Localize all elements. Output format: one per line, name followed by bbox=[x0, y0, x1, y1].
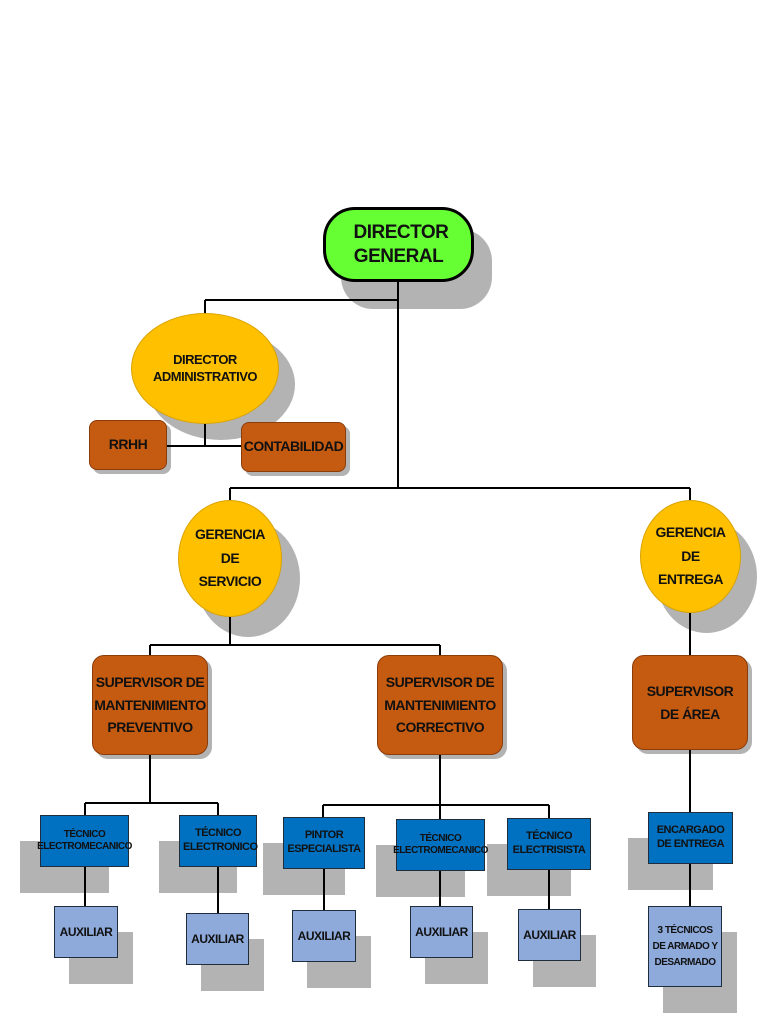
node-label: AUXILIAR bbox=[297, 928, 351, 943]
node-label: TÉCNICO ELECTRISISTA bbox=[512, 830, 586, 856]
node-label: GERENCIA DE SERVICIO bbox=[195, 525, 265, 590]
node-contabilidad[interactable]: CONTABILIDAD bbox=[241, 422, 346, 472]
node-label: AUXILIAR bbox=[59, 924, 113, 939]
node-director-general[interactable]: DIRECTOR GENERAL bbox=[323, 207, 474, 282]
connector bbox=[167, 282, 399, 488]
node-tecnico-electronico[interactable]: TÉCNICO ELECTRONICO bbox=[179, 815, 258, 867]
node-director-administrativo[interactable]: DIRECTOR ADMINISTRATIVO bbox=[131, 313, 279, 424]
node-label: 3 TÉCNICOS DE ARMADO Y DESARMADO bbox=[652, 924, 718, 968]
node-tecnico-electromecanico[interactable]: TÉCNICO ELECTROMECANICO bbox=[37, 815, 132, 867]
connector bbox=[84, 864, 691, 913]
node-label: TÉCNICO ELECTRONICO bbox=[183, 827, 258, 853]
node-tecnico-electrisista[interactable]: TÉCNICO ELECTRISISTA bbox=[507, 818, 591, 870]
node-auxiliar[interactable]: AUXILIAR bbox=[518, 909, 581, 961]
node-supervisor-correctivo[interactable]: SUPERVISOR DE MANTENIMIENTO CORRECTIVO bbox=[377, 655, 503, 755]
node-label: DIRECTOR ADMINISTRATIVO bbox=[153, 352, 257, 384]
node-label: AUXILIAR bbox=[415, 924, 468, 939]
node-gerencia-entrega[interactable]: GERENCIA DE ENTREGA bbox=[640, 500, 741, 613]
node-label: GERENCIA DE ENTREGA bbox=[655, 523, 726, 588]
node-label: DIRECTOR GENERAL bbox=[353, 221, 449, 267]
node-label: ENCARGADO DE ENTREGA bbox=[656, 824, 725, 850]
node-tecnicos-armado[interactable]: 3 TÉCNICOS DE ARMADO Y DESARMADO bbox=[648, 906, 722, 987]
node-label: PINTOR ESPECIALISTA bbox=[287, 829, 361, 855]
node-label: TÉCNICO ELECTROMECANICO bbox=[393, 832, 488, 857]
node-auxiliar[interactable]: AUXILIAR bbox=[292, 910, 356, 962]
node-encargado-entrega[interactable]: ENCARGADO DE ENTREGA bbox=[648, 812, 733, 864]
node-label: SUPERVISOR DE ÁREA bbox=[646, 683, 734, 722]
node-gerencia-servicio[interactable]: GERENCIA DE SERVICIO bbox=[178, 500, 282, 617]
node-label: TÉCNICO ELECTROMECANICO bbox=[37, 828, 132, 853]
connector bbox=[149, 487, 691, 655]
node-supervisor-area[interactable]: SUPERVISOR DE ÁREA bbox=[632, 655, 748, 750]
node-auxiliar[interactable]: AUXILIAR bbox=[410, 906, 473, 958]
node-pintor-especialista[interactable]: PINTOR ESPECIALISTA bbox=[283, 817, 365, 869]
node-label: AUXILIAR bbox=[523, 927, 576, 942]
node-label: RRHH bbox=[108, 436, 148, 453]
node-label: CONTABILIDAD bbox=[243, 438, 344, 455]
node-supervisor-preventivo[interactable]: SUPERVISOR DE MANTENIMIENTO PREVENTIVO bbox=[92, 655, 208, 755]
node-tecnico-electromecanico-2[interactable]: TÉCNICO ELECTROMECANICO bbox=[393, 819, 488, 871]
node-rrhh[interactable]: RRHH bbox=[89, 420, 167, 470]
node-auxiliar[interactable]: AUXILIAR bbox=[186, 913, 249, 965]
node-label: SUPERVISOR DE MANTENIMIENTO PREVENTIVO bbox=[94, 674, 206, 736]
connector bbox=[84, 750, 691, 819]
node-auxiliar[interactable]: AUXILIAR bbox=[54, 906, 118, 958]
node-label: AUXILIAR bbox=[191, 931, 244, 946]
node-label: SUPERVISOR DE MANTENIMIENTO CORRECTIVO bbox=[384, 674, 496, 736]
